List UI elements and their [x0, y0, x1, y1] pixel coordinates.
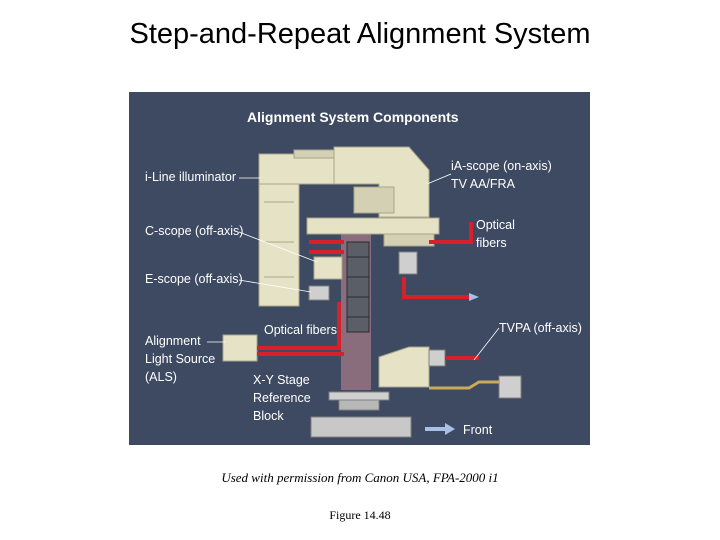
label-optical-fibers-right-line2: fibers [476, 236, 507, 250]
label-als-line3: (ALS) [145, 370, 177, 384]
figure-caption: Used with permission from Canon USA, FPA… [221, 470, 499, 485]
lens-mount [306, 217, 440, 235]
projection-lens [346, 241, 370, 333]
upper-arm [333, 146, 430, 218]
lens-housing [383, 233, 435, 247]
label-optical-fibers-left: Optical fibers [264, 323, 337, 337]
label-tvpa: TVPA (off-axis) [499, 321, 582, 335]
label-ia-scope-line2: TV AA/FRA [451, 177, 516, 191]
label-ia-scope-line1: iA-scope (on-axis) [451, 159, 552, 173]
leader-lines [207, 173, 500, 361]
c-scope-block [313, 256, 343, 280]
tvpa-cable [429, 380, 499, 390]
label-xy-stage-line2: Reference [253, 391, 311, 405]
label-front: Front [463, 423, 493, 437]
optical-fiber-paths [257, 222, 479, 360]
direction-arrows [425, 293, 479, 435]
tvpa-camera [428, 349, 446, 367]
label-als-line2: Light Source [145, 352, 215, 366]
figure-number: Figure 14.48 [329, 508, 391, 522]
label-xy-stage-line1: X-Y Stage [253, 373, 310, 387]
alignment-light-source-box [222, 334, 258, 362]
label-optical-fibers-right-line1: Optical [476, 218, 515, 232]
tvpa-monitor [498, 375, 522, 399]
slide-title: Step-and-Repeat Alignment System [129, 18, 591, 50]
label-xy-stage-line3: Block [253, 409, 284, 423]
diagram-header: Alignment System Components [247, 109, 459, 125]
xy-stage [310, 391, 412, 438]
label-c-scope: C-scope (off-axis) [145, 224, 243, 238]
label-i-line-illuminator: i-Line illuminator [145, 170, 236, 184]
right-camera [398, 251, 418, 275]
label-als-line1: Alignment [145, 334, 201, 348]
alignment-system-diagram: Alignment System Components [129, 92, 590, 445]
label-e-scope: E-scope (off-axis) [145, 272, 243, 286]
e-scope-block [308, 285, 330, 301]
tvpa-unit [378, 346, 430, 388]
